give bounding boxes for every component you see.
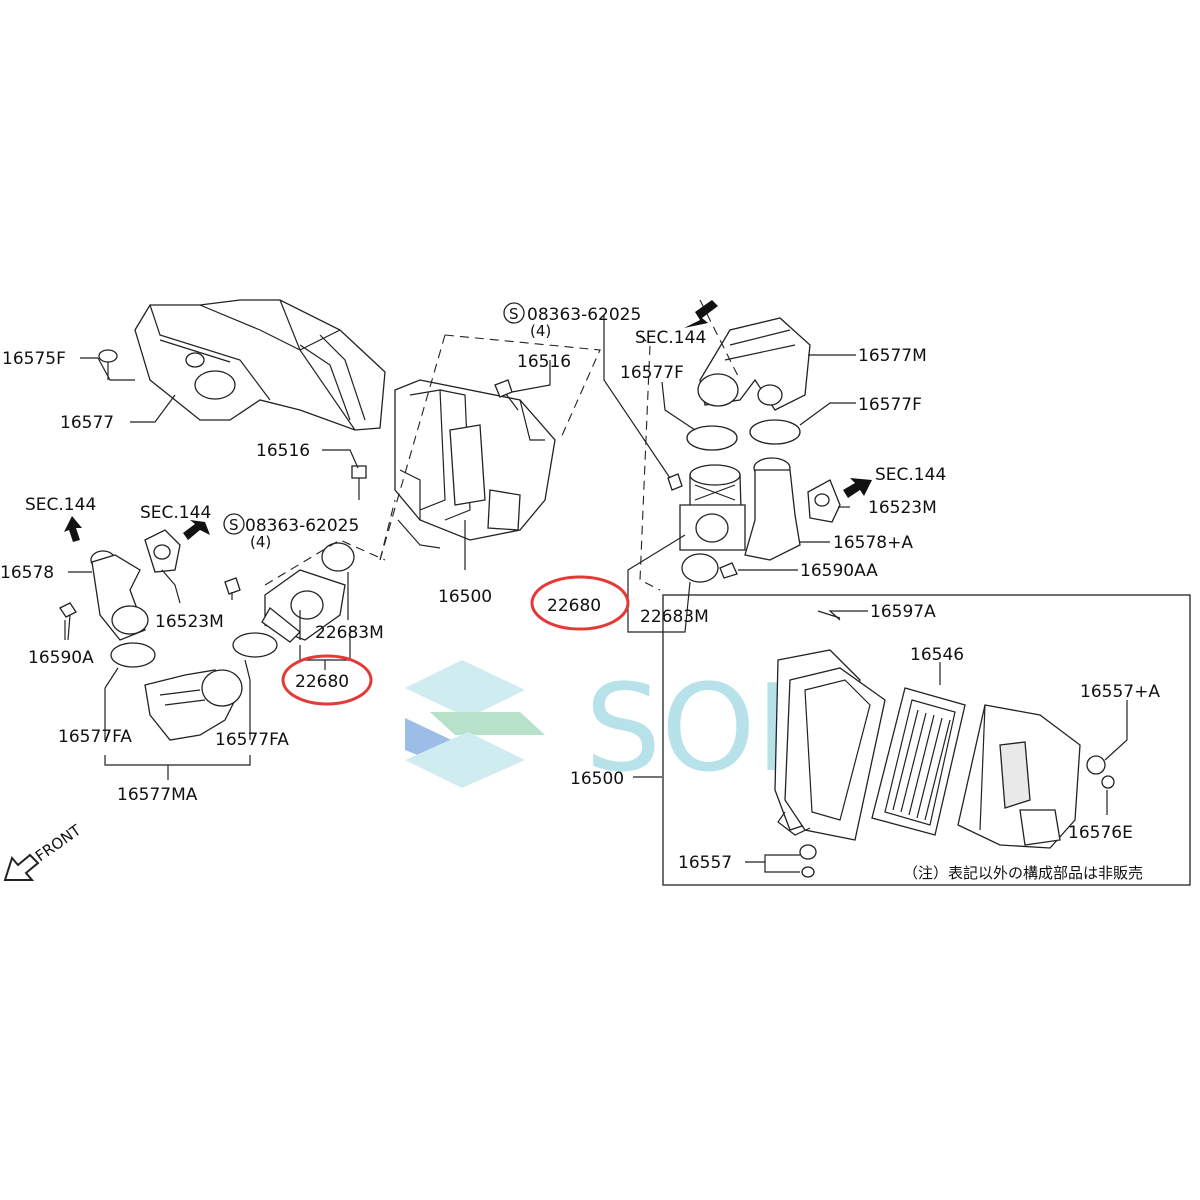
dashed-guides xyxy=(264,299,741,591)
front-arrow-icon xyxy=(3,853,40,881)
label-22680-left: 22680 xyxy=(295,672,349,692)
label-08363-left: 08363-62025 xyxy=(245,516,359,536)
label-16577F-right: 16577F xyxy=(858,395,922,415)
label-08363-right: 08363-62025 xyxy=(527,305,641,325)
arrow-sec144-right-right-icon xyxy=(843,478,872,498)
direction-arrows xyxy=(3,300,872,881)
label-16590A: 16590A xyxy=(28,648,94,668)
maf-adapter-left-illustration xyxy=(261,569,346,643)
label-16523M-right: 16523M xyxy=(868,498,937,518)
label-08363-right-qty: (4) xyxy=(530,322,551,340)
elbow-16578A-illustration xyxy=(744,457,801,561)
label-16577MA: 16577MA xyxy=(117,785,198,805)
arrow-sec144-down-icon xyxy=(684,300,718,328)
label-sec144-c: SEC.144 xyxy=(635,328,706,348)
bolt-08363-left-illustration xyxy=(224,577,241,600)
label-16577FA-left: 16577FA xyxy=(58,727,132,747)
cap-22683M-right-illustration xyxy=(681,553,719,583)
label-16523M-left: 16523M xyxy=(155,612,224,632)
bolt-16516-mid-illustration xyxy=(351,465,367,500)
label-16500-top: 16500 xyxy=(438,587,492,607)
label-16577: 16577 xyxy=(60,413,114,433)
label-sec144-d: SEC.144 xyxy=(875,465,946,485)
leader-lines xyxy=(64,315,1128,873)
highlight-22680-left xyxy=(281,654,373,706)
label-08363-left-qty: (4) xyxy=(250,533,271,551)
label-16546: 16546 xyxy=(910,645,964,665)
label-16578: 16578 xyxy=(0,563,54,583)
s-mark-left: S xyxy=(229,516,239,534)
bolt-16590AA-illustration xyxy=(719,562,738,579)
label-16576E: 16576E xyxy=(1068,823,1133,843)
elbow-16578-illustration xyxy=(90,550,149,641)
s-mark-circles: S S xyxy=(223,302,525,535)
label-16500-box: 16500 xyxy=(570,769,624,789)
label-16575F: 16575F xyxy=(2,349,66,369)
cap-22683M-left-illustration xyxy=(321,542,355,572)
bolt-16516-top-illustration xyxy=(494,379,519,411)
label-sec144-a: SEC.144 xyxy=(25,495,96,515)
label-16516-top: 16516 xyxy=(517,352,571,372)
arrow-sec144-right-left-icon xyxy=(183,520,210,540)
assembly-box-16500: 16597A 16546 16557+A 16500 16576E 16557 … xyxy=(570,594,1191,886)
clamp-16577F-right-illustration xyxy=(686,419,801,451)
label-22680-right: 22680 xyxy=(547,596,601,616)
hose-16577M-illustration xyxy=(697,317,811,411)
bolt-16590A-illustration xyxy=(59,602,77,641)
label-22683M-right: 22683M xyxy=(640,607,709,627)
highlight-rings xyxy=(281,575,630,706)
label-sec144-b: SEC.144 xyxy=(140,503,211,523)
maf-right-illustration xyxy=(679,464,746,551)
label-16578A: 16578+A xyxy=(833,533,913,553)
label-16577F-left: 16577F xyxy=(620,363,684,383)
bolt-08363-right-illustration xyxy=(667,473,683,491)
s-mark-right: S xyxy=(509,305,519,323)
gasket-16523M-left-illustration xyxy=(144,529,181,573)
label-16557A: 16557+A xyxy=(1080,682,1160,702)
label-16557: 16557 xyxy=(678,853,732,873)
air-cleaner-16500-illustration xyxy=(394,379,556,549)
label-16516-mid: 16516 xyxy=(256,441,310,461)
part-labels: 16575F 16577 16516 16516 SEC.144 SEC.144… xyxy=(0,305,946,805)
label-16577M: 16577M xyxy=(858,346,927,366)
label-16597A: 16597A xyxy=(870,602,936,622)
sales-note: （注）表記以外の構成部品は非販売 xyxy=(903,864,1143,882)
highlight-22680-right xyxy=(530,575,630,631)
gasket-16523M-right-illustration xyxy=(807,479,841,523)
label-16577FA-right: 16577FA xyxy=(215,730,289,750)
hose-16577MA-illustration xyxy=(110,632,278,741)
label-22683M-left: 22683M xyxy=(315,623,384,643)
front-label: FRONT xyxy=(32,821,85,866)
arrow-sec144-up-icon xyxy=(64,516,82,542)
duct-16577-illustration xyxy=(134,299,386,431)
label-16590AA: 16590AA xyxy=(800,561,878,581)
